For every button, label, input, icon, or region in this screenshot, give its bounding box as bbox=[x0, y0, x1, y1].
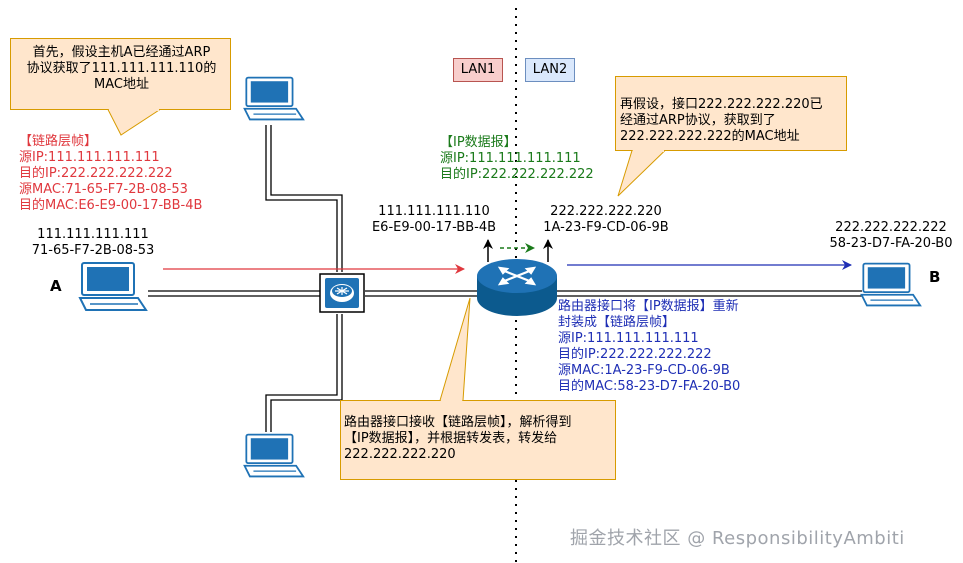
host-b-letter: B bbox=[929, 268, 941, 286]
lan1-label: LAN1 bbox=[453, 58, 503, 82]
frame-src-mac: 源MAC:71-65-F7-2B-08-53 bbox=[19, 182, 188, 197]
datagram-title: 【IP数据报】 bbox=[440, 135, 517, 150]
frame-reencap-line1: 路由器接口将【IP数据报】重新 bbox=[558, 299, 739, 314]
callout-router-receive: 路由器接口接收【链路层帧】，解析得到 【IP数据报】，并根据转发表，转发给 22… bbox=[340, 400, 616, 480]
callout-line: 经通过ARP协议，获取到了 bbox=[620, 113, 776, 128]
host-a-address: 111.111.111.111 71-65-F7-2B-08-53 bbox=[28, 227, 158, 259]
frame-right-block: 路由器接口将【IP数据报】重新 封装成【链路层帧】 源IP:111.111.11… bbox=[558, 299, 740, 395]
callout-line: 协议获取了111.111.111.110的 bbox=[26, 61, 217, 76]
watermark: 掘金技术社区 @ ResponsibilityAmbiti bbox=[570, 528, 905, 549]
frame-title: 【链路层帧】 bbox=[19, 134, 98, 149]
host-a-ip: 111.111.111.111 bbox=[37, 227, 149, 242]
datagram-src-ip: 源IP:111.111.111.111 bbox=[440, 151, 581, 166]
callout-arp-router: 再假设，接口222.222.222.220已 经通过ARP协议，获取到了 222… bbox=[615, 76, 847, 151]
frame-reencap-line2: 封装成【链路层帧】 bbox=[558, 315, 676, 330]
port-lan1-ip: 111.111.111.110 bbox=[378, 204, 490, 219]
callout-line: 【IP数据报】，并根据转发表，转发给 bbox=[344, 431, 558, 446]
callout-line: 首先，假设主机A已经通过ARP bbox=[32, 45, 211, 60]
frame-dst-ip: 目的IP:222.222.222.222 bbox=[558, 347, 712, 362]
frame-src-ip: 源IP:111.111.111.111 bbox=[558, 331, 699, 346]
frame-dst-ip: 目的IP:222.222.222.222 bbox=[19, 166, 173, 181]
switch-icon bbox=[319, 273, 365, 313]
frame-dst-mac: 目的MAC:58-23-D7-FA-20-B0 bbox=[558, 379, 741, 394]
callout-arp-host-a: 首先，假设主机A已经通过ARP 协议获取了111.111.111.110的 MA… bbox=[10, 38, 231, 110]
callout-line: 再假设，接口222.222.222.220已 bbox=[620, 97, 823, 112]
host-b-ip: 222.222.222.222 bbox=[835, 220, 947, 235]
router-icon bbox=[477, 259, 557, 316]
host-a-mac: 71-65-F7-2B-08-53 bbox=[31, 243, 155, 258]
host-b-address: 222.222.222.222 58-23-D7-FA-20-B0 bbox=[823, 220, 959, 252]
frame-src-mac: 源MAC:1A-23-F9-CD-06-9B bbox=[558, 363, 730, 378]
callout-line: MAC地址 bbox=[94, 77, 149, 92]
callout-line: 222.222.222.220 bbox=[344, 447, 456, 462]
host-b-mac: 58-23-D7-FA-20-B0 bbox=[829, 236, 953, 251]
callout-line: 路由器接口接收【链路层帧】，解析得到 bbox=[344, 415, 572, 430]
cables bbox=[148, 125, 862, 432]
computer-icon bbox=[243, 433, 305, 478]
router-port-lan1: 111.111.111.110 E6-E9-00-17-BB-4B bbox=[369, 204, 499, 236]
frame-left-block: 【链路层帧】 源IP:111.111.111.111 目的IP:222.222.… bbox=[19, 134, 202, 214]
computer-icon bbox=[860, 262, 922, 307]
frame-src-ip: 源IP:111.111.111.111 bbox=[19, 150, 160, 165]
frame-dst-mac: 目的MAC:E6-E9-00-17-BB-4B bbox=[19, 198, 203, 213]
port-lan2-mac: 1A-23-F9-CD-06-9B bbox=[543, 220, 669, 235]
router-port-lan2: 222.222.222.220 1A-23-F9-CD-06-9B bbox=[541, 204, 671, 236]
callout-line: 222.222.222.222的MAC地址 bbox=[620, 129, 800, 144]
ip-datagram-block: 【IP数据报】 源IP:111.111.111.111 目的IP:222.222… bbox=[440, 135, 594, 183]
computer-icon bbox=[78, 262, 148, 311]
port-lan2-ip: 222.222.222.220 bbox=[550, 204, 662, 219]
host-a-letter: A bbox=[50, 277, 62, 295]
lan2-label: LAN2 bbox=[525, 58, 575, 82]
computer-icon bbox=[243, 76, 305, 121]
port-lan1-mac: E6-E9-00-17-BB-4B bbox=[371, 220, 497, 235]
datagram-dst-ip: 目的IP:222.222.222.222 bbox=[440, 167, 594, 182]
